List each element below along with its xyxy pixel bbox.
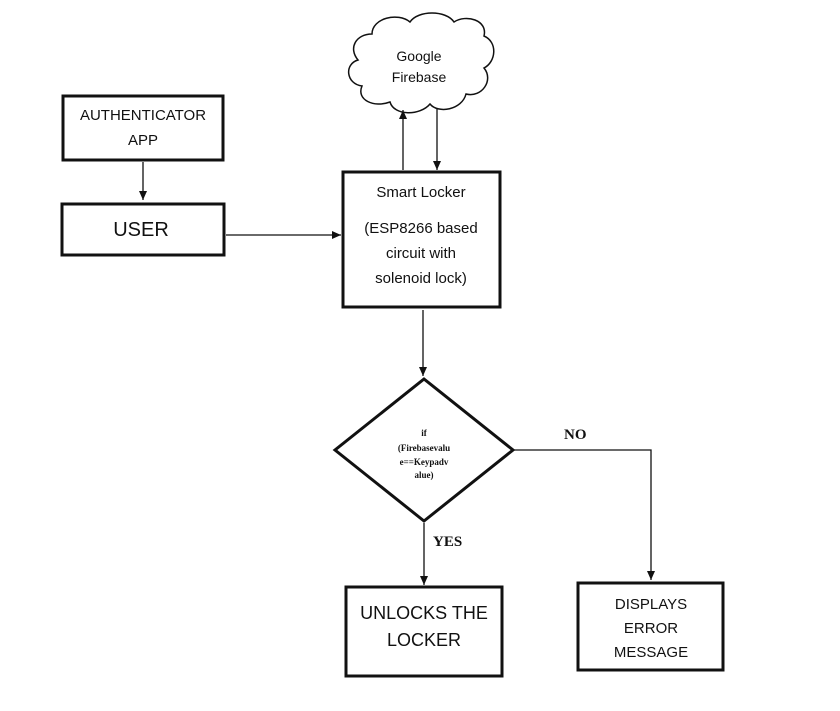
- error-node: DISPLAYS ERROR MESSAGE: [576, 581, 725, 672]
- authenticator-app-box: [61, 94, 225, 162]
- cloud-shape: [348, 12, 495, 114]
- smart-locker-label-line-3: circuit with: [386, 245, 456, 262]
- decision-label-line-2: (Firebasevalu: [398, 443, 450, 453]
- authenticator-app-node: AUTHENTICATOR APP: [61, 94, 225, 162]
- cloud-label-line-1: Google: [396, 48, 441, 64]
- smart-locker-label-line-2: (ESP8266 based: [364, 220, 477, 237]
- unlock-label-line-2: LOCKER: [387, 630, 461, 650]
- smart-locker-label-line-1: Smart Locker: [376, 184, 465, 201]
- decision-diamond: [332, 377, 516, 523]
- error-label-line-3: MESSAGE: [614, 644, 688, 661]
- unlock-label-line-1: UNLOCKS THE: [360, 603, 488, 623]
- label-yes: YES: [433, 534, 462, 550]
- error-label-line-2: ERROR: [624, 620, 678, 637]
- user-label: USER: [113, 219, 169, 241]
- arrow-decision-no: [514, 449, 655, 580]
- authenticator-app-label-line-1: AUTHENTICATOR: [80, 107, 206, 124]
- error-box: [576, 581, 725, 672]
- decision-label-line-3: e==Keypadv: [400, 457, 449, 467]
- user-node: USER: [60, 202, 226, 257]
- smart-locker-node: Smart Locker (ESP8266 based circuit with…: [341, 170, 502, 309]
- smart-locker-label-line-4: solenoid lock): [375, 270, 467, 287]
- decision-node: if (Firebasevalu e==Keypadv alue): [332, 377, 516, 523]
- unlock-node: UNLOCKS THE LOCKER: [344, 585, 504, 678]
- unlock-box: [344, 585, 504, 678]
- cloud-label-line-2: Firebase: [392, 69, 447, 85]
- user-box: [60, 202, 226, 257]
- decision-label-line-1: if: [421, 428, 428, 438]
- smart-locker-box: [341, 170, 502, 309]
- error-label-line-1: DISPLAYS: [615, 596, 687, 613]
- label-no: NO: [564, 427, 587, 443]
- decision-label-line-4: alue): [415, 470, 434, 480]
- firebase-cloud-node: Google Firebase: [348, 12, 495, 114]
- authenticator-app-label-line-2: APP: [128, 132, 158, 149]
